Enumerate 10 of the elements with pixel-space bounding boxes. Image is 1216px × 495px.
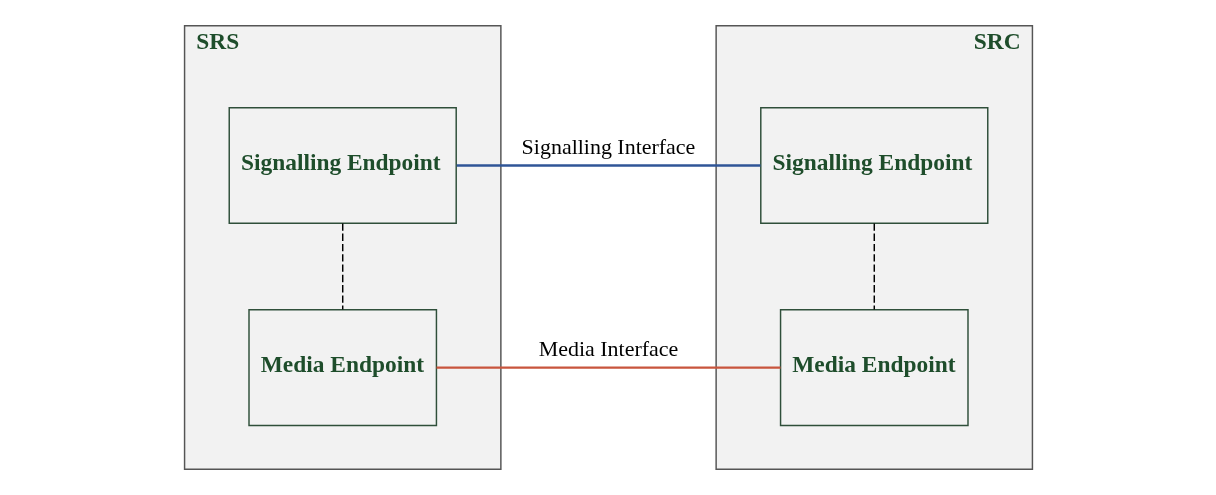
connector — [436, 366, 780, 369]
edge-label: Media Interface — [538, 335, 678, 361]
node-box: Signalling Endpoint — [759, 106, 988, 225]
node-box: Media Endpoint — [247, 309, 437, 427]
connector — [341, 222, 343, 311]
node-box: Signalling Endpoint — [228, 106, 457, 225]
node-box: Media Endpoint — [779, 309, 969, 427]
connector — [456, 164, 760, 167]
edge-label: Signalling Interface — [521, 133, 695, 159]
connector — [873, 222, 875, 311]
